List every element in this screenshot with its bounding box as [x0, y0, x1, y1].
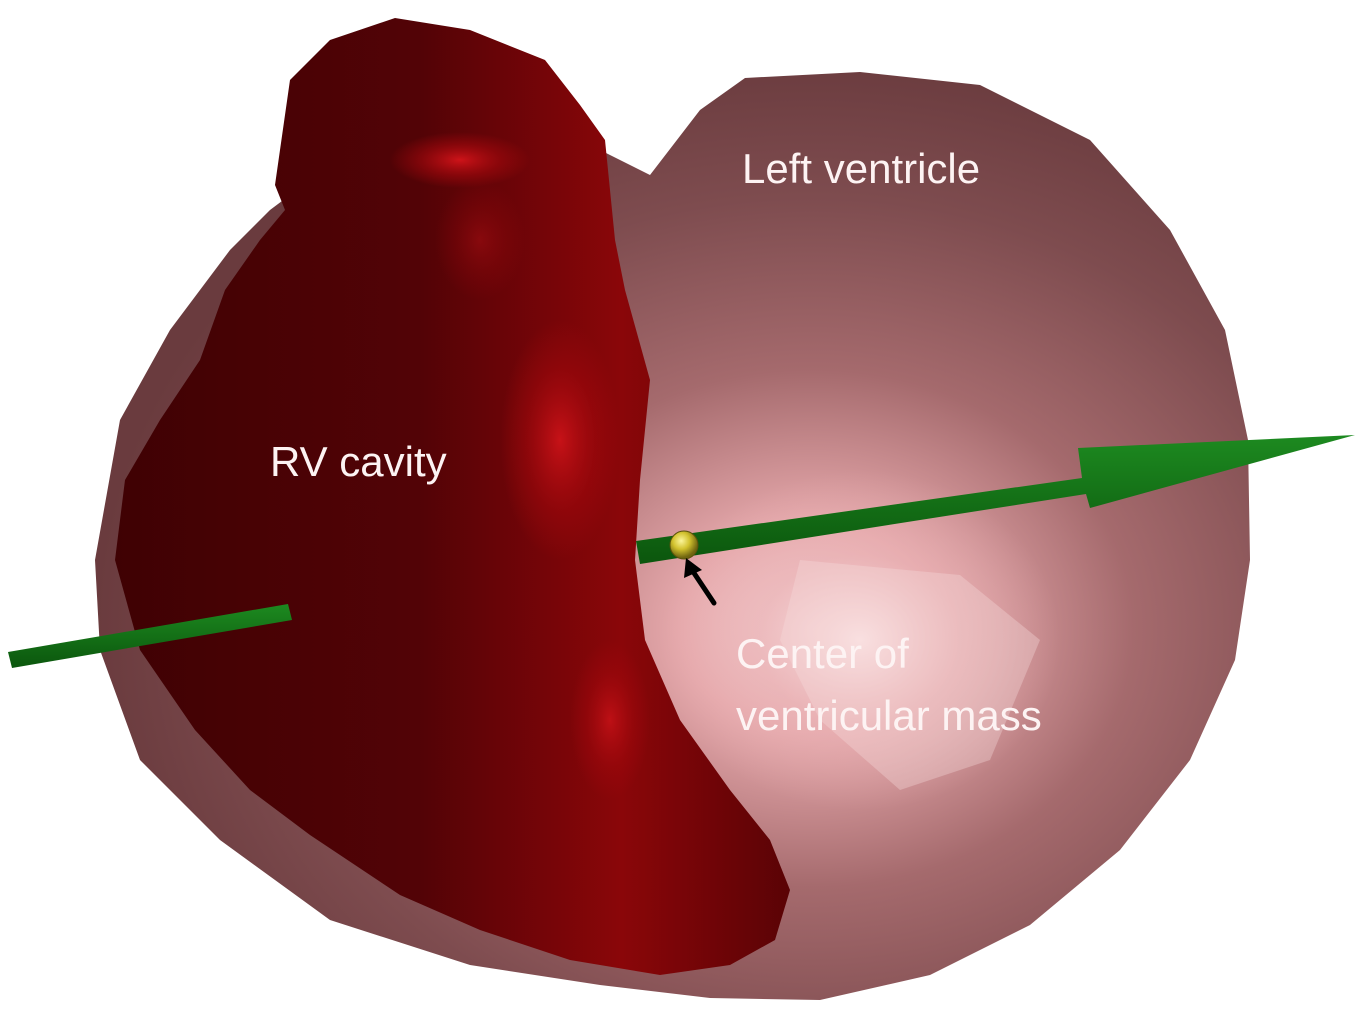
center-of-mass-label-line2: ventricular mass [736, 692, 1042, 739]
center-of-mass-label-line1: Center of [736, 630, 909, 677]
rv-cavity-label: RV cavity [270, 438, 447, 485]
green-long-axis-arrow [8, 435, 1355, 668]
left-ventricle-label: Left ventricle [742, 145, 980, 192]
rv-cavity [115, 18, 790, 975]
pointer-arrow [684, 558, 717, 606]
center-of-mass-sphere [669, 530, 699, 560]
